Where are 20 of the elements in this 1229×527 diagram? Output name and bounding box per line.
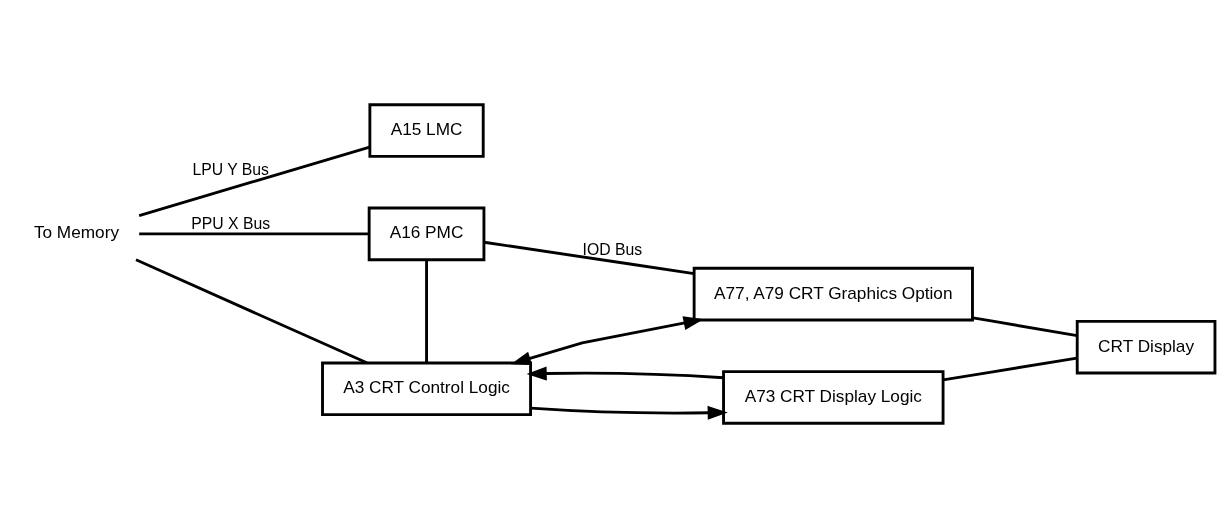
edge-label: LPU Y Bus xyxy=(192,160,269,178)
node-text: To Memory xyxy=(33,221,119,242)
connector xyxy=(483,240,695,275)
edge-label: PPU X Bus xyxy=(191,214,271,232)
node-box: A16 PMC xyxy=(367,206,486,261)
arrow xyxy=(530,405,728,420)
node-box: A77, A79 CRT Graphics Option xyxy=(692,266,974,321)
node-box: CRT Display xyxy=(1075,319,1217,374)
connector xyxy=(425,259,428,362)
edge-label: IOD Bus xyxy=(582,240,643,258)
connector xyxy=(942,356,1078,381)
node-box: A73 CRT Display Logic xyxy=(722,369,945,425)
connector xyxy=(139,231,370,235)
arrow xyxy=(510,315,704,365)
arrow xyxy=(526,366,724,381)
node-box: A15 LMC xyxy=(368,102,485,158)
connector xyxy=(138,145,370,217)
connector xyxy=(135,258,368,364)
node-box: A3 CRT Control Logic xyxy=(321,361,532,416)
connector xyxy=(972,315,1078,337)
